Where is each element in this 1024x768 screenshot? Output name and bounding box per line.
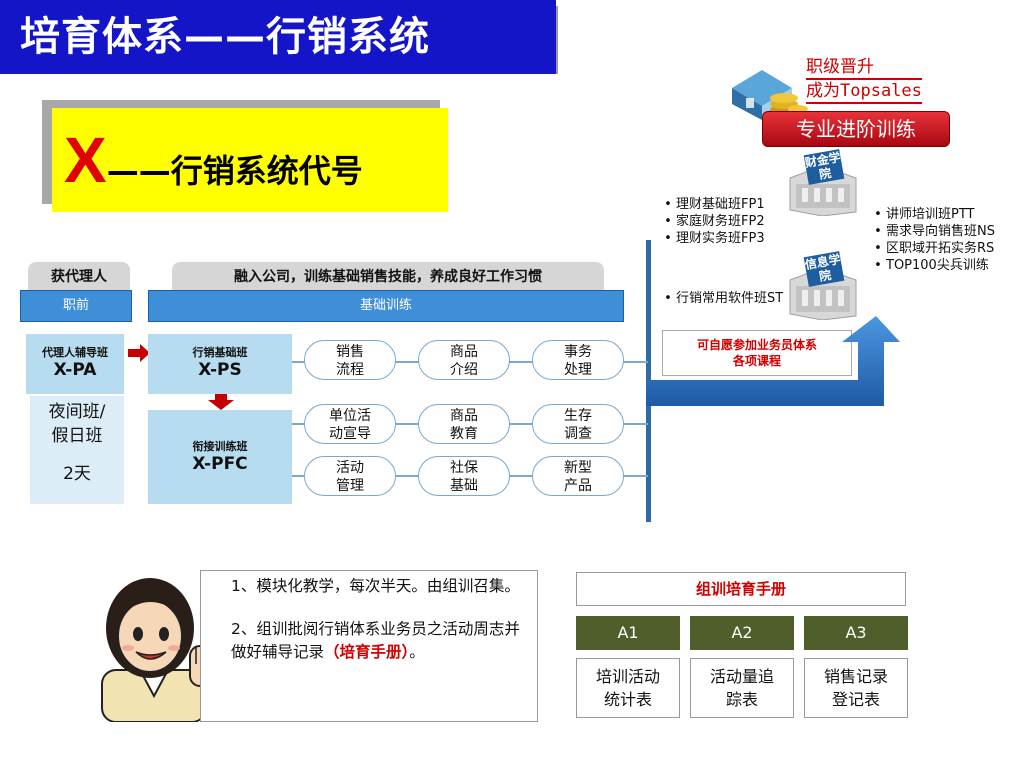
module-line: 销售 [336,344,364,360]
arrow-down-icon [208,394,234,410]
header-pre: 职前 [20,290,132,322]
manual-item-line: 销售记录 [823,667,888,686]
class-pa-name: 代理人辅导班 [42,346,108,359]
finance-academy-building: 财金学院 [786,149,860,216]
optional-note-line1: 可自愿参加业务员体系 [696,338,817,352]
module-line: 生存 [564,408,592,424]
manual-item-line: 踪表 [725,690,758,709]
advanced-training-button[interactable]: 专业进阶训练 [762,111,950,147]
finance-academy-sign: 财金学院 [803,149,845,185]
notes-box: 1、模块化教学，每次半天。由组训召集。 2、组训批阅行销体系业务员之活动周志并做… [200,570,538,722]
module-unit-activity: 单位活动宣导 [304,404,396,444]
module-social-security: 社保基础 [418,456,510,496]
module-line: 处理 [564,362,592,378]
code-box: X——行销系统代号 [52,108,448,212]
module-product-education: 商品教育 [418,404,510,444]
module-line: 基础 [450,478,478,494]
module-sales-process: 销售流程 [304,340,396,380]
header-join: 融入公司，训练基础销售技能，养成良好工作习惯 [172,262,604,292]
note-2: 2、组训批阅行销体系业务员之活动周志并做好辅导记录（培育手册）。 [231,618,527,664]
optional-courses-note: 可自愿参加业务员体系 各项课程 [662,330,852,376]
module-line: 动宣导 [329,426,371,442]
list-item: 理财基础班FP1 [660,196,765,213]
note-2-text: 2、组训批阅行销体系业务员之活动周志并做好辅导记录 [231,620,520,661]
note-2-highlight: （培育手册） [324,643,410,661]
manual-item-training-stats: 培训活动统计表 [576,658,680,718]
manual-item-line: 培训活动 [595,667,660,686]
code-text: ——行销系统代号 [106,152,363,190]
class-pfc-code: X-PFC [192,454,248,474]
list-item: 区职域开拓实务RS [870,240,995,257]
course-list-left: 理财基础班FP1 家庭财务班FP2 理财实务班FP3 [660,196,765,247]
module-new-products: 新型产品 [532,456,624,496]
module-line: 商品 [450,344,478,360]
module-affairs: 事务处理 [532,340,624,380]
list-item: 需求导向销售班NS [870,223,995,240]
module-line: 教育 [450,426,478,442]
class-ps-code: X-PS [198,360,242,380]
presenter-cartoon-icon [101,578,213,722]
module-line: 产品 [564,478,592,494]
optional-note-line2: 各项课程 [732,354,781,368]
list-item: 理财实务班FP3 [660,230,765,247]
upward-arrow-icon [646,316,900,406]
info-academy-building: 信息学院 [786,251,860,320]
pa-detail-line3: 2天 [63,464,91,484]
class-pfc-name: 衔接训练班 [192,440,248,453]
module-line: 商品 [450,408,478,424]
module-line: 流程 [336,362,364,378]
module-product-intro: 商品介绍 [418,340,510,380]
module-line: 活动 [336,460,364,476]
list-item: 行销常用软件班ST [660,290,783,307]
note-2-end: 。 [409,643,425,661]
class-pa-code: X-PA [53,360,97,380]
manual-item-activity-tracking: 活动量追踪表 [690,658,794,718]
pa-detail-line1: 夜间班/ [48,402,106,422]
code-letter: X [64,124,107,196]
module-line: 新型 [564,460,592,476]
info-academy-sign: 信息学院 [803,251,845,287]
header-basic: 基础训练 [148,290,624,322]
manual-item-sales-record: 销售记录登记表 [804,658,908,718]
course-list-software: 行销常用软件班ST [660,290,783,307]
list-item: 家庭财务班FP2 [660,213,765,230]
class-ps-name: 行销基础班 [192,346,248,359]
manual-title: 组训培育手册 [576,572,906,606]
course-list-right: 讲师培训班PTT 需求导向销售班NS 区职域开拓实务RS TOP100尖兵训练 [870,206,995,274]
manual-item-line: 活动量追 [709,667,774,686]
class-pa-detail: 夜间班/ 假日班 2天 [30,396,124,504]
page-title: 培育体系——行销系统 [0,0,556,74]
note-1: 1、模块化教学，每次半天。由组训召集。 [231,577,520,595]
manual-code-a2: A2 [690,616,794,650]
header-agent: 获代理人 [28,262,130,292]
module-line: 介绍 [450,362,478,378]
module-activity-management: 活动管理 [304,456,396,496]
module-line: 调查 [564,426,592,442]
arrow-right-icon [128,344,150,362]
module-line: 管理 [336,478,364,494]
class-pfc: 衔接训练班 X-PFC [148,410,292,504]
manual-item-line: 统计表 [603,690,652,709]
manual-item-line: 登记表 [831,690,880,709]
class-pa: 代理人辅导班 X-PA [26,334,124,394]
module-survival-survey: 生存调查 [532,404,624,444]
promotion-label: 职级晋升 成为Topsales [806,56,922,104]
module-line: 事务 [564,344,592,360]
class-ps: 行销基础班 X-PS [148,334,292,394]
manual-code-a1: A1 [576,616,680,650]
building-icon [789,165,857,216]
pa-detail-line2: 假日班 [51,426,103,446]
promotion-line1: 职级晋升 [806,56,922,80]
module-line: 单位活 [329,408,371,424]
list-item: 讲师培训班PTT [870,206,995,223]
list-item: TOP100尖兵训练 [870,257,995,274]
manual-code-a3: A3 [804,616,908,650]
module-line: 社保 [450,460,478,476]
promotion-line2: 成为Topsales [806,80,922,104]
